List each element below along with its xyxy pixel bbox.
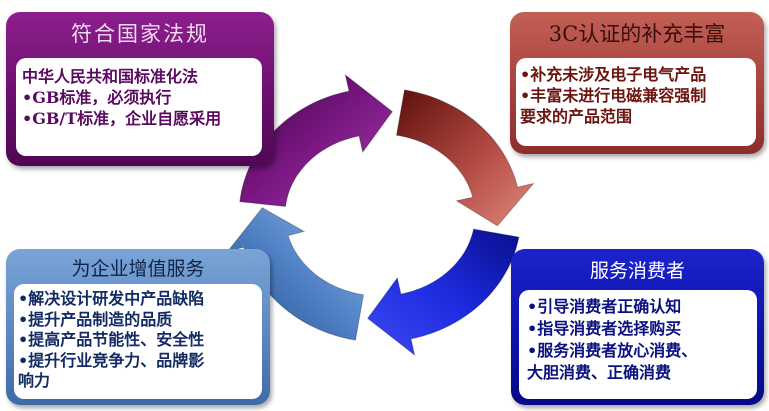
- red-arrow: [395, 89, 535, 227]
- card-line: 要求的产品范围: [520, 107, 633, 126]
- card-line: •提升产品制造的品质: [18, 309, 173, 329]
- card-national-regulations: 符合国家法规 中华人民共和国标准化法 •GB标准，必须执行 •GB/T标准，企业…: [6, 12, 274, 166]
- light-blue-arrow: [226, 207, 365, 341]
- card-line: •引导消费者正确认知: [527, 297, 682, 316]
- card-title: 服务消费者: [589, 260, 685, 282]
- card-line: •GB标准，必须执行: [22, 88, 172, 107]
- card-body: •引导消费者正确认知 •指导消费者选择购买 •服务消费者放心消费、 大胆消费、正…: [519, 290, 757, 399]
- card-title: 3C认证的补充丰富: [548, 22, 726, 46]
- card-line: •提高产品节能性、安全性: [18, 330, 205, 349]
- card-title: 符合国家法规: [71, 22, 209, 46]
- card-line: •丰富未进行电磁兼容强制: [520, 86, 707, 105]
- card-line: •指导消费者选择购买: [527, 319, 682, 338]
- card-serve-consumers: 服务消费者 •引导消费者正确认知 •指导消费者选择购买 •服务消费者放心消费、 …: [511, 249, 764, 405]
- card-body: •解决设计研发中产品缺陷 •提升产品制造的品质 •提高产品节能性、安全性 •提升…: [14, 284, 262, 399]
- card-line: 大胆消费、正确消费: [527, 363, 672, 382]
- card-line: •GB/T标准，企业自愿采用: [22, 109, 222, 128]
- cycle-arrows-diagram: [226, 73, 535, 357]
- card-line: •补充未涉及电子电气产品: [520, 65, 707, 84]
- card-line: •提升行业竞争力、品牌影: [18, 350, 205, 370]
- card-line: •服务消费者放心消费、: [527, 341, 698, 360]
- card-enterprise-value: 为企业增值服务 •解决设计研发中产品缺陷 •提升产品制造的品质 •提高产品节能性…: [6, 249, 270, 405]
- card-body: 中华人民共和国标准化法 •GB标准，必须执行 •GB/T标准，企业自愿采用: [16, 58, 262, 156]
- blue-arrow: [367, 228, 520, 357]
- card-line: 响力: [18, 371, 51, 390]
- card-3c-supplement: 3C认证的补充丰富 •补充未涉及电子电气产品 •丰富未进行电磁兼容强制 要求的产…: [510, 12, 764, 154]
- card-title: 为企业增值服务: [71, 258, 205, 280]
- card-line: 中华人民共和国标准化法: [22, 67, 199, 86]
- card-body: •补充未涉及电子电气产品 •丰富未进行电磁兼容强制 要求的产品范围: [516, 58, 756, 146]
- card-line: •解决设计研发中产品缺陷: [18, 289, 205, 308]
